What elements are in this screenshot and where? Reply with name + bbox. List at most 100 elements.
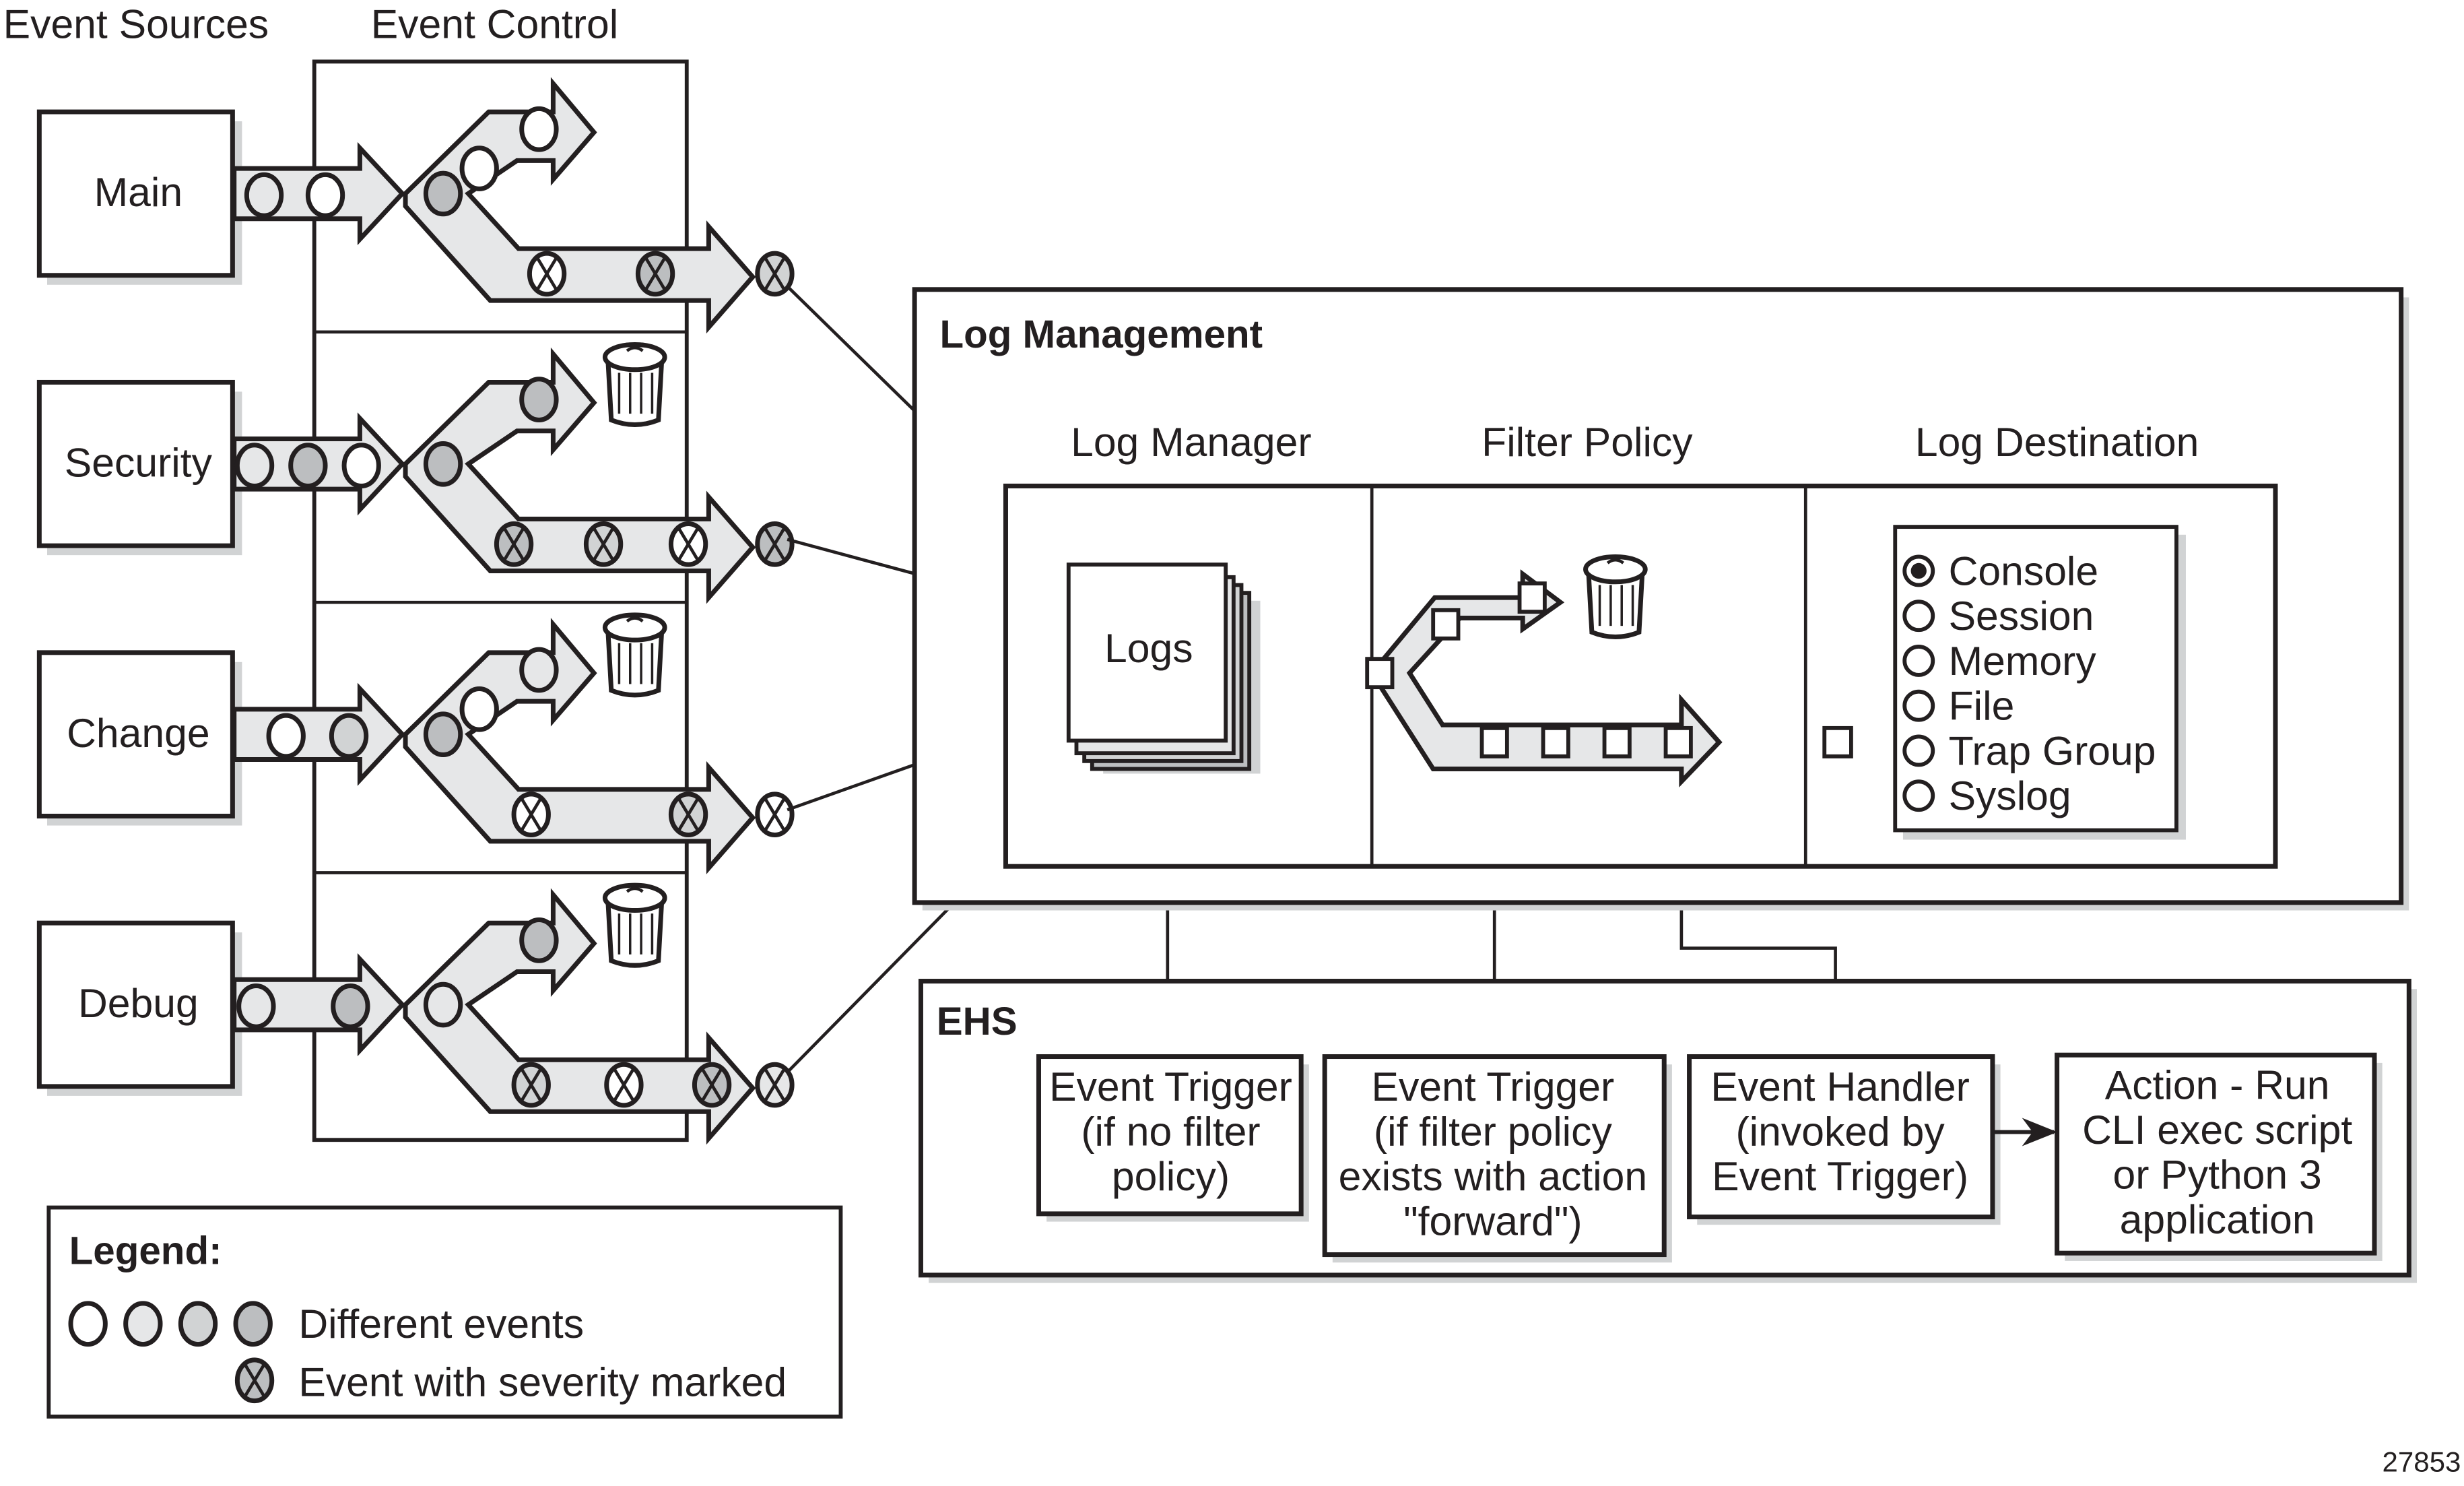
severity-event-icon: [755, 251, 795, 297]
severity-mark: [701, 1068, 723, 1102]
event-circle: [341, 443, 381, 488]
event-icon: [459, 686, 499, 732]
event-square-icon: [1517, 581, 1547, 614]
destination-label: File: [1949, 683, 2015, 729]
ehs-box-frame: [1687, 1054, 1995, 1220]
source-label: Change: [67, 710, 209, 756]
column-log-destination: Log Destination: [1915, 419, 2199, 465]
ehs-box-frame: [2055, 1052, 2377, 1256]
severity-event-icon: [511, 1062, 551, 1108]
severity-event-icon: [692, 1062, 732, 1108]
trash-bin-icon: [1583, 554, 1648, 639]
destination-label: Console: [1949, 548, 2099, 593]
severity-event-icon: [755, 792, 795, 838]
event-circle: [236, 983, 276, 1029]
event-source-row: Debug: [36, 882, 795, 1145]
severity-mark: [644, 257, 667, 290]
event-source-row: Change: [36, 612, 795, 874]
event-icon: [244, 172, 284, 218]
radio-button[interactable]: [1902, 779, 1935, 812]
destination-option[interactable]: Syslog: [1902, 773, 2071, 818]
trash-lid: [1583, 554, 1648, 585]
trash-handle: [626, 886, 644, 893]
log-management-title: Log Management: [939, 313, 1263, 356]
severity-mark: [677, 798, 700, 831]
destination-label: Syslog: [1949, 773, 2071, 818]
trash-handle: [626, 346, 644, 352]
ehs-panel: EHS Event Trigger(if no filterpolicy)Eve…: [918, 979, 2417, 1283]
event-source-row: Security: [36, 342, 795, 604]
destination-option[interactable]: Trap Group: [1902, 728, 2156, 773]
ehs-box-line: policy): [1112, 1153, 1230, 1199]
destination-option[interactable]: Console: [1902, 548, 2099, 593]
event-icon: [236, 983, 276, 1029]
event-icon: [519, 647, 559, 693]
destination-option[interactable]: Memory: [1902, 638, 2096, 684]
ehs-title: EHS: [937, 1000, 1018, 1043]
radio-button[interactable]: [1902, 600, 1935, 633]
event-square-icon: [1479, 725, 1509, 758]
severity-event-icon: [755, 521, 795, 567]
ehs-box-line: Event Handler: [1710, 1064, 1969, 1109]
destination-option[interactable]: File: [1902, 683, 2015, 729]
event-icon: [329, 713, 369, 759]
event-square-icon: [1431, 608, 1461, 641]
event-icon: [233, 1301, 273, 1347]
legend-severity-marked: Event with severity marked: [298, 1359, 787, 1405]
event-icon: [459, 146, 499, 191]
radio-button[interactable]: [1902, 645, 1935, 677]
legend: Legend: Different events Event with seve…: [46, 1205, 843, 1419]
event-square-icon: [1365, 657, 1395, 690]
event-circle: [68, 1301, 108, 1347]
event-circle: [519, 106, 559, 152]
radio-button[interactable]: [1902, 734, 1935, 767]
severity-mark: [677, 527, 700, 561]
log-management-panel: Log Management Log Manager Filter Policy…: [912, 287, 2409, 911]
event-square-icon: [1602, 725, 1632, 758]
trash-body: [605, 901, 665, 968]
ehs-box-line: (if filter policy: [1374, 1108, 1613, 1154]
trash-body: [605, 631, 665, 698]
event-icon: [123, 1301, 163, 1347]
input-flow-arrow: [232, 682, 406, 786]
trash-lid: [602, 612, 667, 643]
ehs-box-line: Event Trigger: [1371, 1064, 1614, 1109]
severity-mark: [593, 527, 615, 561]
event-icon: [234, 443, 275, 488]
severity-event-icon: [494, 521, 534, 567]
radio-selected-dot: [1910, 562, 1927, 579]
radio-button[interactable]: [1902, 689, 1935, 722]
severity-mark: [244, 1363, 266, 1397]
ehs-box-line: "forward"): [1403, 1198, 1583, 1243]
event-circle: [288, 443, 328, 488]
event-icon: [423, 441, 463, 487]
severity-mark: [764, 257, 786, 290]
trash-lid: [602, 342, 667, 373]
severity-event-icon: [755, 1062, 795, 1108]
severity-event-icon: [511, 792, 551, 838]
severity-mark: [503, 527, 525, 561]
severity-mark: [613, 1068, 635, 1102]
ehs-box-line: Action - Run: [2105, 1062, 2330, 1108]
event-circle: [459, 146, 499, 191]
source-box: [36, 379, 235, 548]
event-circle: [519, 647, 559, 693]
event-circle: [233, 1301, 273, 1347]
severity-mark: [764, 1068, 786, 1102]
severity-event-icon: [668, 521, 708, 567]
event-control-header: Event Control: [371, 1, 619, 46]
event-circle: [123, 1301, 163, 1347]
event-square-icon: [1663, 725, 1693, 758]
destination-option[interactable]: Session: [1902, 593, 2094, 639]
event-circle: [459, 686, 499, 732]
event-icon: [423, 981, 463, 1028]
splitter-arrow: [403, 888, 756, 1145]
ehs-box-frame: [1322, 1054, 1667, 1258]
filter-policy-flow: [1365, 554, 1723, 787]
ehs-box-line: Event Trigger): [1712, 1153, 1968, 1199]
event-circle: [305, 172, 345, 218]
